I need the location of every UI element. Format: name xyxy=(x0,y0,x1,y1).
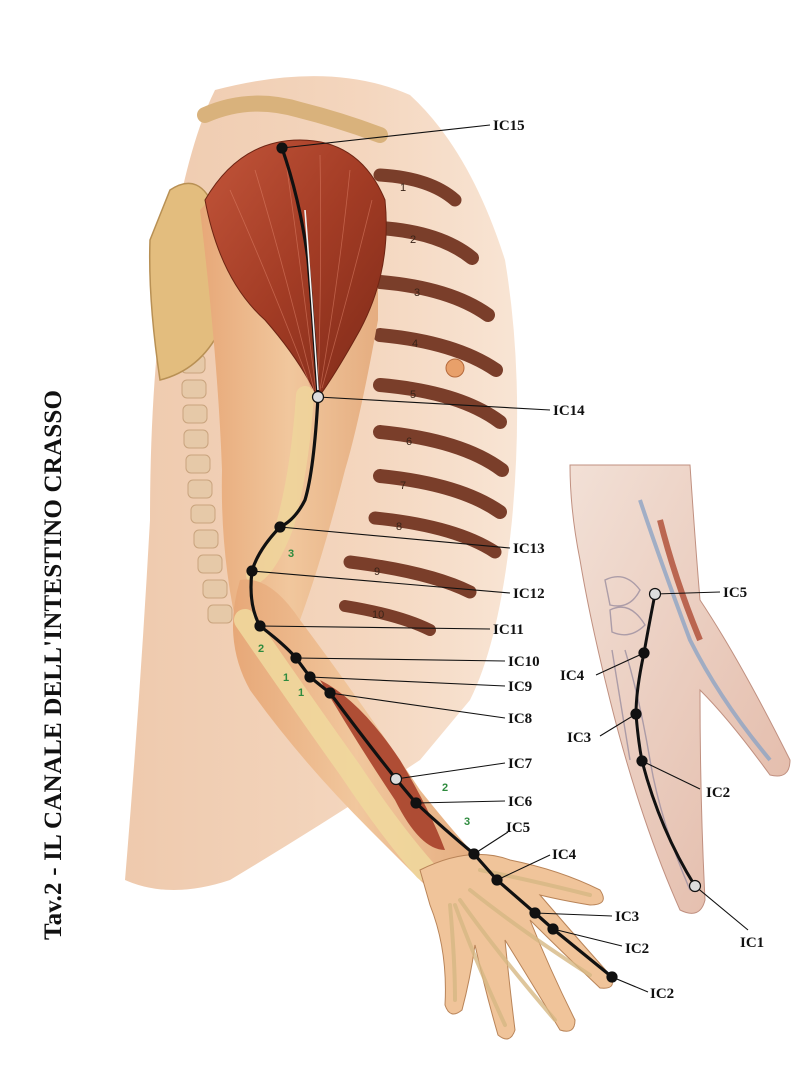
segment-number: 1 xyxy=(298,687,304,699)
segment-number: 3 xyxy=(288,548,294,560)
segment-number: 3 xyxy=(464,816,470,828)
leader-lines xyxy=(251,124,749,993)
rib-number: 6 xyxy=(406,436,412,448)
rib-number: 4 xyxy=(412,338,418,350)
point-label-ic9: IC9 xyxy=(508,679,532,695)
rib-number: 1 xyxy=(400,182,406,194)
humerus xyxy=(246,386,314,584)
rib-number: 2 xyxy=(410,234,416,246)
segment-numbers: 3 2 1 1 2 3 xyxy=(258,548,470,828)
deltoid-fibers xyxy=(229,154,373,393)
hand xyxy=(419,853,613,1040)
point-label-ic3: IC3 xyxy=(615,909,639,925)
point-label-ic10: IC10 xyxy=(508,654,540,670)
point-label-ic12: IC12 xyxy=(513,586,545,602)
rib-number: 8 xyxy=(396,521,402,533)
point-label-ic14: IC14 xyxy=(553,403,585,419)
nipple xyxy=(445,358,465,378)
point-label-ic11: IC11 xyxy=(493,622,524,638)
meridian-white-segment xyxy=(304,209,319,391)
rib-number: 10 xyxy=(372,609,384,621)
segment-number: 1 xyxy=(283,672,289,684)
ulna-bone xyxy=(234,609,436,881)
inset-label-ic4: IC4 xyxy=(560,668,585,684)
rib-number: 7 xyxy=(400,480,406,492)
inset-label-ic1: IC1 xyxy=(740,935,764,951)
point-label-ic4: IC4 xyxy=(552,847,577,863)
clavicle xyxy=(197,95,388,143)
point-label-ic15: IC15 xyxy=(493,118,525,134)
point-label-ic6: IC6 xyxy=(508,794,533,810)
inset-label-ic3: IC3 xyxy=(567,730,591,746)
point-labels: IC15 IC14 IC13 IC12 IC11 IC10 IC9 IC8 IC… xyxy=(493,118,674,1002)
point-label-ic13: IC13 xyxy=(513,541,545,557)
segment-number: 2 xyxy=(442,782,448,794)
point-label-ic2-tip: IC2 xyxy=(650,986,674,1002)
scapula xyxy=(148,182,221,381)
point-label-ic5: IC5 xyxy=(506,820,530,836)
hand-detail-inset xyxy=(569,464,791,914)
rib-number: 3 xyxy=(414,287,420,299)
rib-number: 9 xyxy=(374,566,380,578)
point-label-ic7: IC7 xyxy=(508,756,533,772)
point-markers xyxy=(246,142,702,983)
deltoid-muscle xyxy=(204,139,387,399)
meridian-path-inset xyxy=(634,592,697,888)
inset-label-ic2: IC2 xyxy=(706,785,730,801)
point-label-ic8: IC8 xyxy=(508,711,532,727)
rib-numbers: 1 2 3 4 5 6 7 8 9 10 xyxy=(372,182,420,621)
plate-title: Tav.2 - IL CANALE DELL'INTESTINO CRASSO xyxy=(40,389,67,940)
rib-cage xyxy=(339,168,509,636)
segment-number: 2 xyxy=(258,643,264,655)
inset-label-ic5: IC5 xyxy=(723,585,747,601)
point-label-ic2: IC2 xyxy=(625,941,649,957)
inset-point-labels: IC5 IC4 IC3 IC2 IC1 xyxy=(560,585,764,951)
rib-number: 5 xyxy=(410,389,416,401)
